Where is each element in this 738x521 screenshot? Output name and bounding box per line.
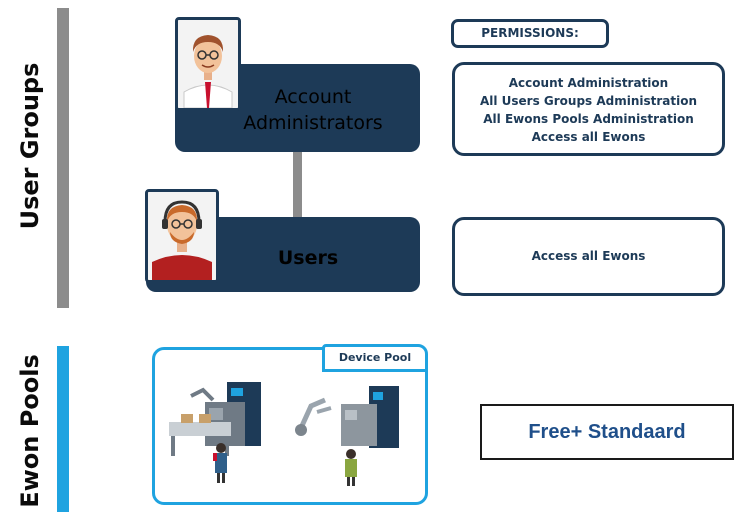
admin-person-icon	[178, 20, 238, 108]
admin-permission-item: Access all Ewons	[531, 130, 646, 144]
admin-permission-item: Account Administration	[508, 76, 669, 90]
account-administrators-label: Account Administrators	[213, 84, 413, 136]
device-pool-tag: Device Pool	[322, 344, 428, 372]
account-administrators-line1: Account	[274, 86, 352, 108]
users-label: Users	[277, 247, 339, 269]
user-groups-label: User Groups	[16, 62, 44, 230]
user-avatar	[145, 189, 219, 283]
admin-permission-item: All Users Groups Administration	[479, 94, 698, 108]
device-pool-box	[152, 347, 428, 505]
factory-machines-illustration	[169, 382, 399, 486]
permissions-header: PERMISSIONS:	[451, 19, 609, 48]
admin-permissions-box: Account Administration All Users Groups …	[452, 62, 725, 156]
ewon-pools-bar	[57, 346, 69, 512]
user-groups-bar	[57, 8, 69, 308]
ewon-pools-label: Ewon Pools	[16, 354, 44, 508]
admin-permission-item: All Ewons Pools Administration	[483, 112, 694, 126]
plan-label-box: Free+ Standaard	[480, 404, 734, 460]
group-connector	[293, 150, 302, 218]
user-person-icon	[148, 192, 216, 280]
admin-avatar	[175, 17, 241, 111]
users-permissions-box: Access all Ewons	[452, 217, 725, 296]
account-administrators-line2: Administrators	[243, 112, 383, 134]
